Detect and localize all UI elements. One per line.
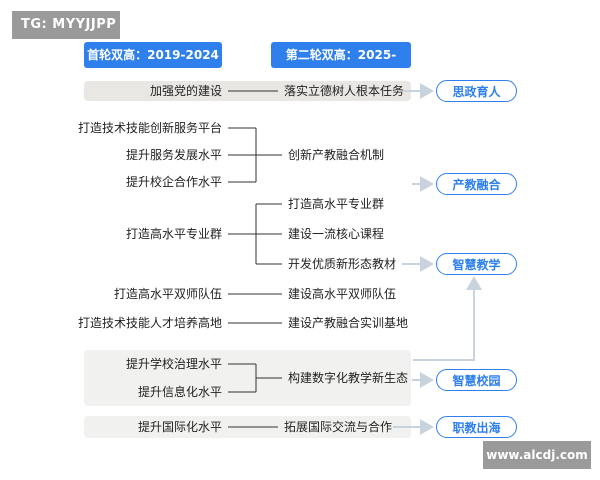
phase-second-header: 第二轮双高：2025-2029 [271, 42, 411, 88]
teacher-right-text: 建设高水平双师队伍 [288, 287, 397, 301]
group2-right2-text: 建设一流核心课程 [288, 227, 385, 241]
goal-vocational-abroad-pill: 职教出海 [436, 416, 517, 438]
group1-item2-text: 提升服务发展水平 [125, 148, 222, 162]
watermark-top: TG: MYYJJPP [12, 11, 120, 39]
goal-ideology-pill: 思政育人 [436, 80, 517, 102]
group2-right1-text: 打造高水平专业群 [288, 197, 385, 211]
group1-right-text: 创新产教融合机制 [288, 148, 385, 162]
group2-right3-text: 开发优质新形态教材 [288, 257, 397, 271]
governance-band [84, 350, 411, 406]
teacher-left-text: 打造高水平双师队伍 [113, 287, 222, 301]
party-right-text: 落实立德树人根本任务 [284, 84, 405, 98]
group1-item1-text: 打造技术技能创新服务平台 [77, 121, 222, 135]
group2-left-text: 打造高水平专业群 [125, 227, 222, 241]
governance-right-text: 构建数字化教学新生态 [288, 371, 409, 385]
talent-left-text: 打造技术技能人才培养高地 [77, 316, 222, 330]
governance-item1-text: 提升学校治理水平 [125, 357, 222, 371]
governance-item2-text: 提升信息化水平 [137, 385, 222, 399]
talent-right-text: 建设产教融合实训基地 [288, 316, 409, 330]
party-left-text: 加强党的建设 [149, 84, 222, 98]
goal-smart-teaching-pill: 智慧教学 [436, 253, 517, 275]
phase-first-header: 首轮双高：2019-2024 [84, 42, 222, 68]
goal-smart-campus-pill: 智慧校园 [436, 369, 517, 391]
international-right-text: 拓展国际交流与合作 [284, 420, 393, 434]
watermark-bottom: www.alcdj.com [483, 441, 591, 469]
international-left-text: 提升国际化水平 [137, 420, 222, 434]
goal-integration-pill: 产教融合 [436, 173, 517, 195]
group1-item3-text: 提升校企合作水平 [125, 175, 222, 189]
